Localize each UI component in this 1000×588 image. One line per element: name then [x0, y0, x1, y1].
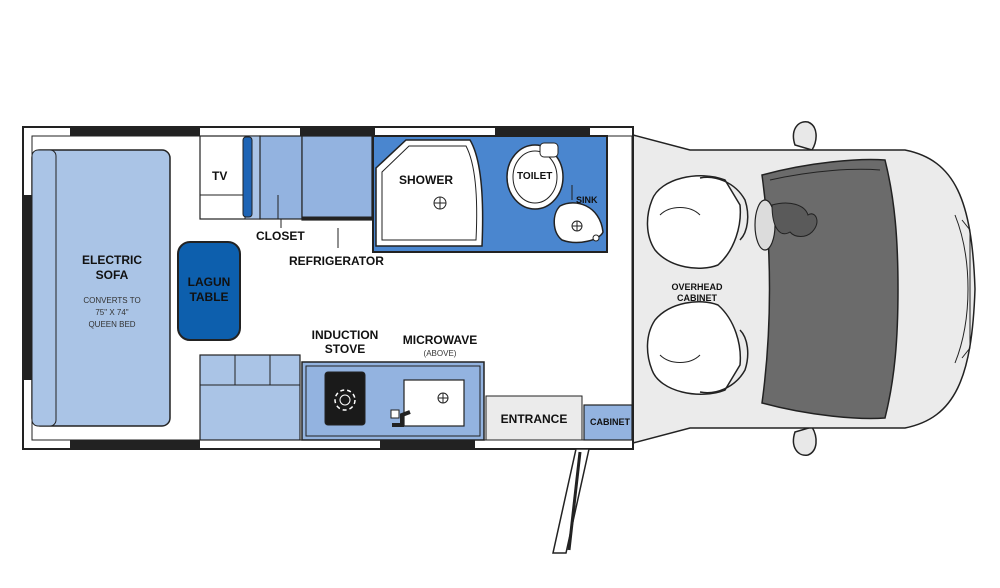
closet-label: CLOSET — [256, 229, 305, 243]
overhead-label-line1: OVERHEAD — [671, 282, 723, 292]
passenger-seat — [646, 301, 749, 395]
closet — [259, 135, 303, 220]
induction-label-line1: INDUCTION — [311, 328, 379, 342]
refrigerator — [301, 135, 373, 221]
toilet — [506, 142, 564, 210]
cabinet — [583, 404, 633, 441]
shower — [375, 139, 484, 247]
electric-sofa — [31, 149, 171, 427]
tv-panel — [242, 136, 253, 218]
sink-label: SINK — [576, 195, 598, 205]
cabinet-label: CABINET — [590, 417, 630, 427]
entrance-step — [485, 395, 583, 441]
table-label-line1: LAGUN — [187, 275, 231, 289]
lagun-table — [177, 241, 241, 341]
table-label-line2: TABLE — [189, 290, 229, 304]
sink — [553, 202, 604, 244]
sofa-note-line2: 75" X 74" — [95, 308, 129, 317]
refrigerator-label: REFRIGERATOR — [289, 254, 384, 268]
mirror-bottom — [792, 426, 817, 456]
bathroom — [372, 135, 608, 253]
induction-stove — [324, 371, 366, 426]
entrance-label: ENTRANCE — [500, 412, 568, 426]
galley — [301, 361, 485, 441]
driver-seat — [646, 175, 749, 269]
windshield — [761, 158, 899, 420]
cab — [632, 121, 976, 456]
microwave-label: MICROWAVE — [402, 333, 478, 347]
galley-sink — [403, 379, 465, 427]
sofa-note-line1: CONVERTS TO — [83, 296, 141, 305]
toilet-label: TOILET — [517, 171, 553, 182]
sofa-label-line1: ELECTRIC — [82, 253, 142, 267]
sofa-label-line2: SOFA — [95, 268, 129, 282]
entry-door — [552, 448, 590, 554]
overhead-label-line2: CABINET — [677, 293, 717, 303]
microwave-note: (ABOVE) — [423, 349, 457, 358]
tv-label: TV — [212, 169, 228, 183]
shower-label: SHOWER — [399, 173, 453, 187]
induction-label-line2: STOVE — [324, 342, 366, 356]
storage-top — [199, 135, 373, 248]
lower-seating — [199, 354, 301, 441]
mirror-top — [792, 121, 817, 151]
sofa-note-line3: QUEEN BED — [88, 320, 136, 329]
